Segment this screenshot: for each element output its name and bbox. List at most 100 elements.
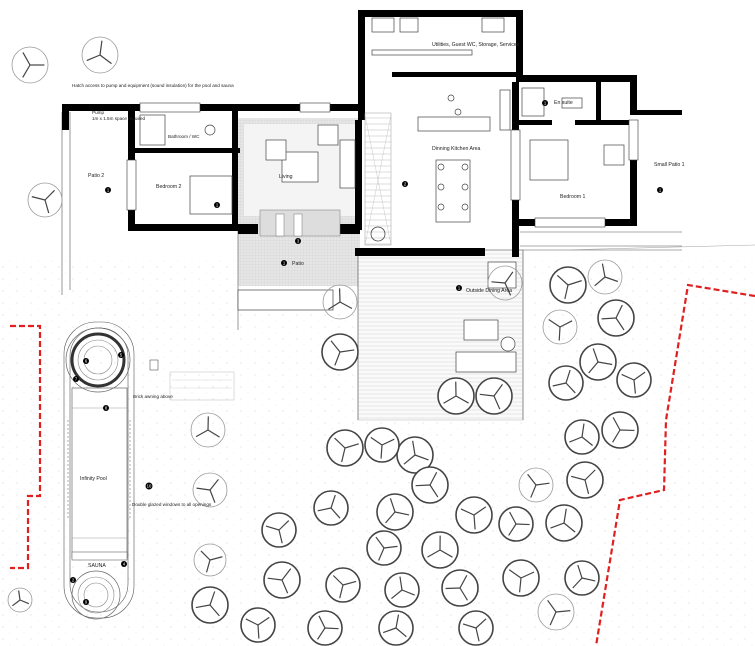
- svg-text:5: 5: [120, 353, 123, 358]
- marker-10: 10: [145, 482, 153, 490]
- pool-sauna: [63, 321, 235, 620]
- tree-41: [378, 610, 414, 646]
- label-utilities: Utilities, Guest WC, Storage, Services: [432, 42, 520, 48]
- marker-1-outside-dining: 1: [456, 285, 462, 291]
- tree-38: [191, 586, 229, 624]
- tree-36: [502, 559, 540, 597]
- tree-37: [564, 560, 600, 596]
- tree-34: [384, 572, 420, 608]
- tree-2: [81, 36, 119, 74]
- svg-text:1: 1: [216, 203, 219, 208]
- tree-21: [396, 436, 434, 474]
- tree-46: [193, 543, 227, 577]
- svg-text:1: 1: [283, 261, 286, 266]
- tree-40: [307, 610, 343, 646]
- marker-1-ensuite: 1: [542, 100, 548, 106]
- svg-text:1: 1: [544, 101, 547, 106]
- marker-1-patio: 1: [281, 260, 287, 266]
- label-sauna: SAUNA: [88, 563, 106, 569]
- tree-24: [376, 493, 414, 531]
- room-labels: Utilities, Guest WC, Storage, Services H…: [72, 42, 685, 569]
- tree-10: [542, 309, 578, 345]
- label-patio: Patio: [292, 261, 304, 267]
- tree-15: [564, 419, 600, 455]
- tree-31: [421, 531, 459, 569]
- tree-19: [475, 377, 513, 415]
- terrain-line: [559, 244, 755, 251]
- marker-5: 5: [118, 352, 124, 358]
- svg-text:2: 2: [404, 182, 407, 187]
- label-dining-kitchen: Dinning Kitchen Area: [432, 146, 481, 152]
- tree-47: [7, 587, 33, 613]
- marker-6: 6: [83, 358, 89, 364]
- svg-text:10: 10: [147, 484, 152, 489]
- tree-6: [487, 265, 523, 301]
- label-small-patio: Small Patio 1: [654, 162, 685, 168]
- svg-text:9: 9: [85, 600, 88, 605]
- label-double-glazed: Double glazed windows to all openings: [132, 502, 212, 507]
- label-pump-note: 1m x 1.5m space required: [92, 116, 146, 121]
- label-bathroom: Bathroom / WC: [168, 134, 200, 139]
- svg-text:1: 1: [107, 188, 110, 193]
- marker-1-patio2: 1: [105, 187, 111, 193]
- tree-27: [498, 506, 534, 542]
- label-bedroom-1: Bedroom 1: [560, 194, 585, 200]
- tree-13: [616, 362, 652, 398]
- trees: [7, 36, 652, 646]
- marker-2-sauna: 2: [70, 577, 76, 583]
- marker-4: 4: [121, 561, 127, 567]
- tree-9: [597, 299, 635, 337]
- marker-7: 7: [73, 376, 79, 382]
- label-living: Living: [279, 174, 293, 180]
- label-brick-awning: Brick awning above: [133, 394, 173, 399]
- tree-26: [455, 496, 493, 534]
- tree-8: [587, 259, 623, 295]
- tree-11: [579, 343, 617, 381]
- label-ensuite: En suite: [554, 100, 573, 106]
- tree-17: [518, 467, 554, 503]
- svg-text:1: 1: [458, 286, 461, 291]
- tree-14: [601, 411, 639, 449]
- tree-44: [190, 412, 226, 448]
- svg-text:4: 4: [123, 562, 126, 567]
- tree-42: [458, 610, 494, 646]
- furniture: [139, 17, 625, 373]
- tree-45: [192, 472, 228, 508]
- tree-28: [545, 504, 583, 542]
- tree-12: [548, 365, 584, 401]
- tree-4: [321, 333, 359, 371]
- tree-35: [441, 569, 479, 607]
- label-pump: Pump: [92, 110, 104, 115]
- label-outside-dining: Outside Dining Area: [466, 288, 512, 294]
- site-boundary-east: [594, 283, 755, 646]
- tree-20: [326, 429, 364, 467]
- tree-25: [313, 490, 349, 526]
- tree-33: [325, 567, 361, 603]
- marker-9: 9: [83, 599, 89, 605]
- marker-3: 3: [295, 238, 301, 244]
- marker-1-small-patio: 1: [657, 187, 663, 193]
- tree-30: [366, 530, 402, 566]
- label-bedroom-2: Bedroom 2: [156, 184, 181, 190]
- tree-43: [537, 593, 575, 631]
- label-patio-2: Patio 2: [88, 173, 104, 179]
- svg-text:2: 2: [72, 578, 75, 583]
- svg-text:3: 3: [297, 239, 300, 244]
- markers: 1 1 1 1 1 1 2 2 3 4 5 6 7 8 9 10: [70, 100, 663, 605]
- marker-8: 8: [103, 405, 109, 411]
- windows: [126, 102, 639, 228]
- label-infinity-pool: Infinity Pool: [80, 476, 107, 482]
- tree-22: [411, 466, 449, 504]
- tree-5: [322, 284, 358, 320]
- house-outline: [61, 112, 682, 420]
- label-hatch-note: Hatch access to pump and equipment (soun…: [72, 83, 234, 88]
- tree-3: [27, 182, 63, 218]
- tree-1: [11, 46, 49, 84]
- tree-18: [437, 377, 475, 415]
- marker-1-bedroom2: 1: [214, 202, 220, 208]
- marker-2-dining: 2: [402, 181, 408, 187]
- staircase: [364, 112, 392, 246]
- tree-7: [549, 266, 587, 304]
- svg-text:7: 7: [75, 377, 78, 382]
